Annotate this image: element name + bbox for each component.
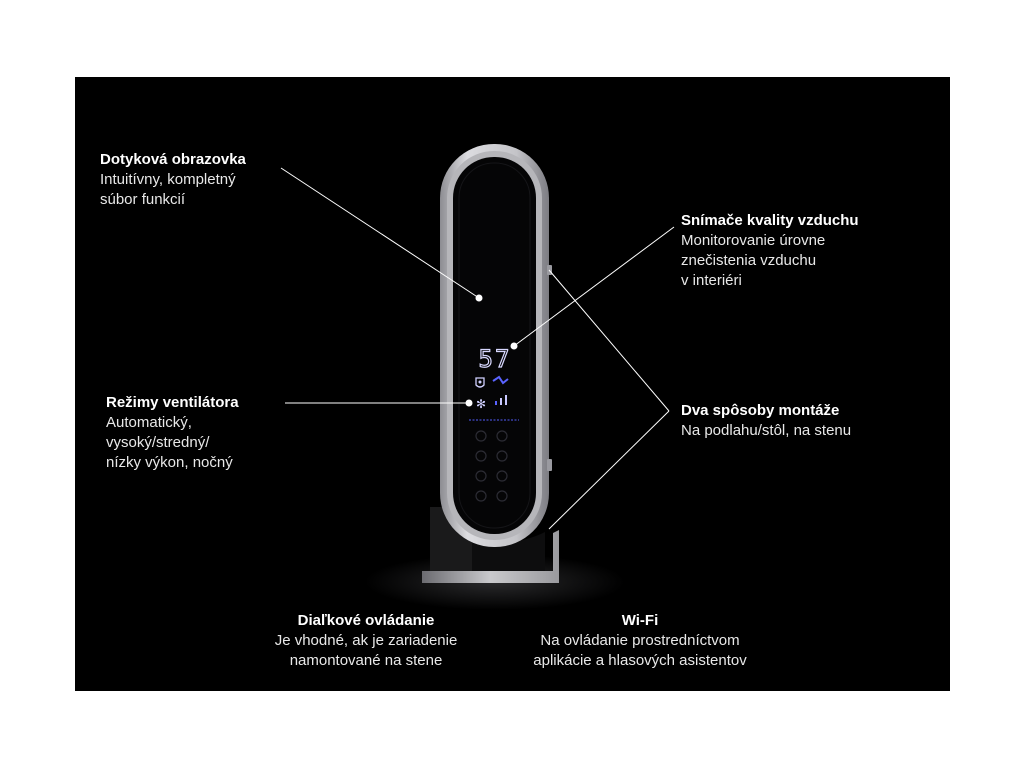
shield-icon [475,377,485,388]
night-touch-icon [496,450,508,462]
product-infographic: 57 ✻ [75,77,950,691]
callout-wifi: Wi-Fi Na ovládanie prostredníctvom aplik… [495,611,785,671]
speed-bar-2 [500,398,502,405]
callout-sensors: Snímače kvality vzduchu Monitorovanie úr… [681,211,859,291]
wifi-touch-icon [475,490,487,502]
timer-touch-icon [475,450,487,462]
callout-line: namontované na stene [289,652,443,669]
power-touch-icon [475,430,487,442]
sensor-wave-icon [492,375,509,385]
leader-line-touchscreen [280,167,480,299]
speed-bar-3 [505,395,507,405]
callout-touchscreen: Dotyková obrazovka Intuitívny, kompletný… [100,150,246,210]
callout-line: Automatický, [106,414,192,431]
touch-panel-glass [453,157,536,534]
callout-line: Na podlahu/stôl, na stenu [681,422,852,439]
callout-title: Dotyková obrazovka [100,151,246,168]
floor-stand [422,507,559,583]
callout-title: Dva spôsoby montáže [681,402,840,419]
side-button-bottom [547,459,552,471]
callout-mounting: Dva spôsoby montáže Na podlahu/stôl, na … [681,401,851,441]
callout-line: znečistenia vzduchu [681,252,817,269]
callout-remote: Diaľkové ovládanie Je vhodné, ak je zari… [241,611,491,671]
callout-line: Na ovládanie prostredníctvom [540,632,740,649]
callout-title: Režimy ventilátora [106,394,239,411]
touch-buttons[interactable] [475,430,508,502]
callout-line: vysoký/stredný/ [106,434,210,451]
fan-icon: ✻ [476,397,486,411]
leader-line-mounting-upper [548,269,670,412]
callout-line: Intuitívny, kompletný [100,171,236,188]
callout-line: súbor funkcií [100,191,186,208]
lock-touch-icon [475,470,487,482]
leader-lines [280,167,675,530]
callout-fan-modes: Režimy ventilátora Automatický, vysoký/s… [106,393,239,473]
callout-line: Je vhodné, ak je zariadenie [274,632,458,649]
callout-line: Monitorovanie úrovne [681,232,826,249]
air-purifier-illustration: 57 ✻ [280,144,675,610]
callout-line: v interiéri [681,272,742,289]
speed-bar-1 [495,401,497,405]
fan-speed-touch-icon [496,470,508,482]
callout-title: Wi-Fi [621,612,659,629]
leader-line-sensors [513,226,675,347]
filter-touch-icon [496,490,508,502]
callout-title: Snímače kvality vzduchu [681,212,859,229]
status-icons: ✻ [469,375,519,421]
auto-touch-icon [496,430,508,442]
callout-line: nízky výkon, nočný [106,454,233,471]
callout-line: aplikácie a hlasových asistentov [533,652,747,669]
glass-edge [458,162,531,529]
callout-title: Diaľkové ovládanie [297,612,435,629]
air-quality-readout: 57 [479,345,512,373]
leader-line-mounting-lower [548,410,670,530]
